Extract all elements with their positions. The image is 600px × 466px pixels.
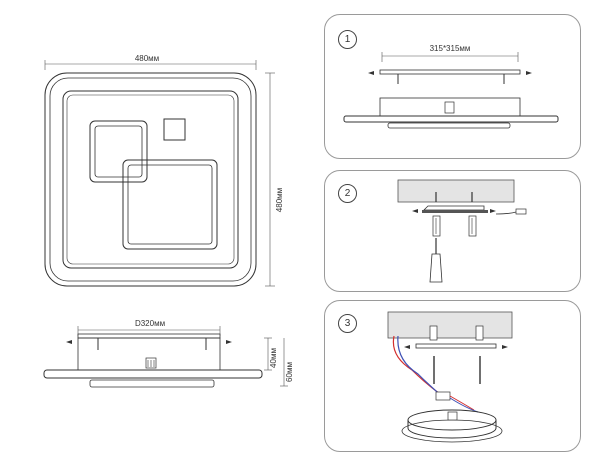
side-height-label: 60мм: [285, 362, 294, 382]
step-2-drawing: [397, 179, 527, 283]
top-height-label: 480мм: [275, 188, 284, 212]
side-depth-label: 40мм: [269, 348, 278, 368]
ceiling-block: [397, 179, 515, 203]
step-3-drawing: [387, 311, 513, 443]
step-3-badge: 3: [338, 314, 357, 333]
small-ring: [89, 120, 148, 183]
step-2-badge: 2: [338, 184, 357, 203]
lamp-outer-frame: [44, 72, 257, 287]
sensor-square: [163, 118, 186, 141]
side-view-drawing: D320мм 40мм 60мм: [43, 319, 294, 388]
lamp-body-side: [77, 337, 221, 371]
top-width-label: 480мм: [135, 54, 159, 63]
step-1-drawing: 315*315мм: [343, 44, 559, 129]
wire-blue: [397, 335, 445, 399]
top-view-drawing: 480мм 480мм: [44, 54, 284, 287]
screwdriver-icon: [429, 253, 443, 283]
step-1-badge: 1: [338, 30, 357, 49]
step-1-mount-label: 315*315мм: [430, 44, 471, 53]
step-1-panel: [324, 14, 581, 159]
lamp-shade-side: [43, 369, 263, 379]
side-mount-label: D320мм: [135, 319, 165, 328]
large-ring: [122, 159, 218, 250]
